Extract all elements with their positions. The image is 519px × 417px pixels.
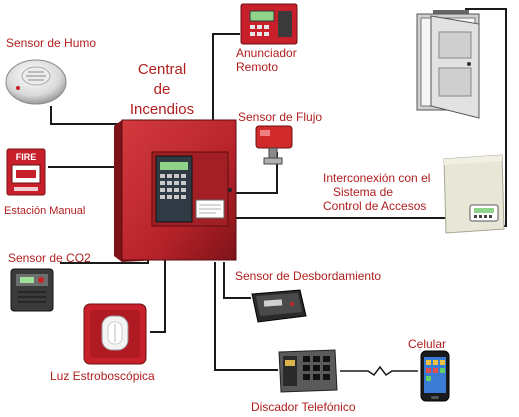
label-manual-station: Estación Manual (4, 205, 86, 217)
wire-flow-h (236, 192, 278, 194)
label-access-line3: Control de Accesos (323, 199, 427, 213)
wire-access (236, 217, 446, 219)
manual-station-icon: FIRE (6, 148, 46, 196)
strobe-light-icon (83, 303, 147, 365)
label-co2-sensor: Sensor de CO2 (8, 251, 91, 265)
label-strobe-light: Luz Estroboscópica (50, 369, 155, 383)
wire-overflow-h (223, 297, 251, 299)
label-flow-sensor: Sensor de Flujo (238, 110, 323, 124)
label-remote-annunciator-line2: Remoto (236, 60, 279, 74)
door-icon (416, 10, 480, 119)
label-access-control: Interconexión con el Sistema de Control … (323, 171, 430, 213)
label-access-line2: Sistema de (333, 185, 394, 199)
wire-dialer-cellphone (340, 365, 418, 377)
wire-annunciator-v (212, 33, 214, 121)
wire-strobe-h (150, 331, 166, 333)
wire-strobe-v (164, 256, 166, 332)
label-smoke-sensor: Sensor de Humo (6, 36, 97, 50)
fire-alarm-central-panel (114, 119, 237, 262)
label-central-line1: Central (137, 61, 187, 78)
label-remote-annunciator-line1: Anunciador (236, 46, 297, 60)
label-central-line3: Incendios (129, 101, 195, 118)
co2-sensor-icon (10, 268, 54, 312)
label-overflow-sensor: Sensor de Desbordamiento (235, 269, 382, 283)
overflow-sensor-icon (251, 289, 307, 323)
label-remote-annunciator: Anunciador Remoto (236, 46, 297, 74)
wire-manual (48, 166, 118, 168)
wire-overflow-v (223, 262, 225, 298)
cellphone-icon (420, 350, 450, 402)
wire-co2 (60, 262, 148, 264)
remote-annunciator-icon (240, 3, 298, 45)
wire-flow-v (276, 152, 278, 194)
smoke-sensor-icon (5, 59, 67, 105)
phone-dialer-icon (278, 349, 338, 393)
label-central-line2: de (153, 81, 171, 98)
wire-dialer-v (214, 262, 216, 370)
wire-dialer-h (214, 369, 278, 371)
wire-smoke (50, 106, 52, 124)
label-phone-dialer: Discador Telefónico (251, 400, 356, 414)
flow-sensor-icon (255, 125, 293, 165)
label-cellphone: Celular (408, 337, 447, 351)
wire-door-right (466, 8, 506, 10)
label-central: Central de Incendios (124, 60, 200, 120)
access-control-keypad-icon (443, 154, 505, 234)
label-access-line1: Interconexión con el (323, 171, 431, 185)
wire-annunciator-h (212, 33, 240, 35)
wire-door-right-v (505, 8, 507, 226)
wire-smoke-h (50, 123, 118, 125)
fire-sign-text: FIRE (16, 152, 37, 162)
